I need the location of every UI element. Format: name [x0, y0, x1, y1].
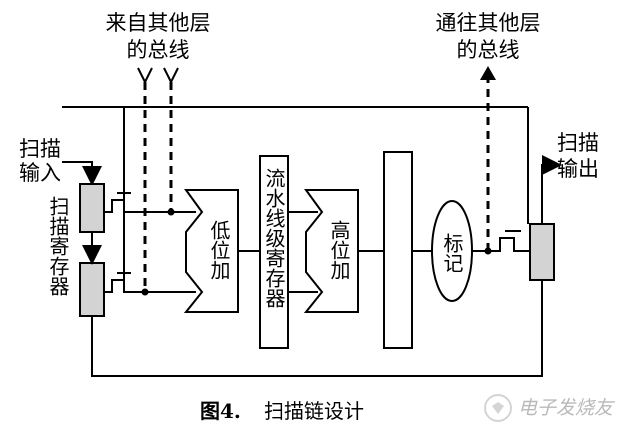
scan-register-1 [79, 183, 105, 233]
watermark-logo [484, 394, 512, 422]
scan-output-label-line1: 扫描 [557, 131, 599, 155]
scan-register-out [529, 223, 555, 281]
scan-register-label: 扫描寄存器 [46, 196, 70, 296]
scan-chain-loop [91, 280, 543, 377]
scan-output-arrow [541, 155, 562, 224]
pipeline-register [259, 155, 289, 349]
high-adder-label: 高位加 [327, 220, 351, 280]
scan-output-label-line2: 输出 [557, 157, 599, 181]
bus-in-fork-2 [163, 67, 179, 85]
bus-in-fork-1 [137, 67, 153, 85]
output-register [383, 151, 413, 349]
scan-register-2 [79, 262, 105, 317]
bus-in-label-line1: 来自其他层 [106, 11, 211, 35]
pipeline-register-label: 流水线级寄存器 [262, 168, 286, 308]
scan-input-label-line1: 扫描 [19, 137, 61, 161]
bus-out-label-line1: 通往其他层 [436, 11, 541, 35]
scan-input-label-line2: 输入 [19, 161, 61, 185]
watermark-text: 电子发烧友 [518, 397, 615, 419]
bus-in-label-line2: 的总线 [127, 38, 190, 62]
low-adder-label: 低位加 [207, 220, 231, 280]
high-adder [303, 189, 359, 313]
bus-out-label-line2: 的总线 [457, 38, 520, 62]
tag-label: 标记 [440, 233, 464, 273]
bus-out-arrowhead [480, 66, 496, 80]
low-adder [183, 189, 239, 313]
figure-title: 扫描链设计 [264, 399, 364, 423]
figure-number: 图4. [200, 399, 241, 423]
